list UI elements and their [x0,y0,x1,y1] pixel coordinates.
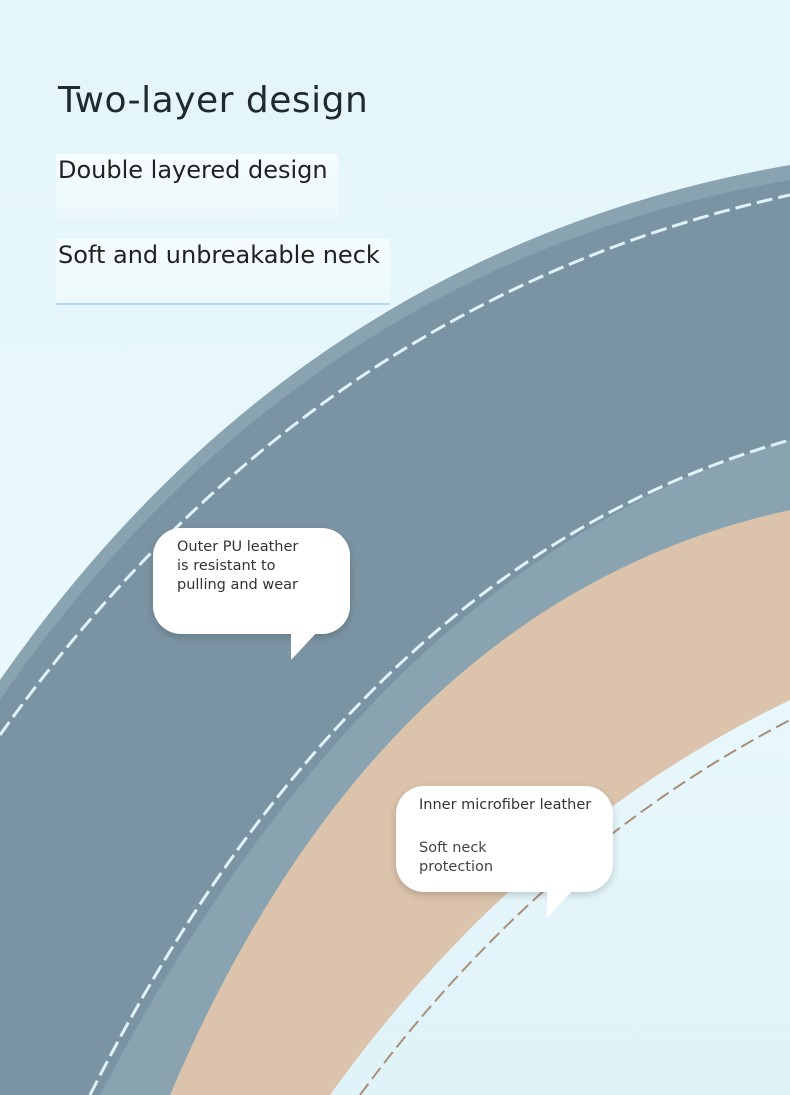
outer-stitch-top [0,193,790,736]
callout-inner-title: Inner microfiber leather [419,797,592,813]
callout-outer-leather: Outer PU leather is resistant to pulling… [153,528,350,634]
subtitle-soft-neck: Soft and unbreakable neck [56,239,390,305]
page-title: Two-layer design [58,80,369,121]
callout-inner-leather: Inner microfiber leather Soft neck prote… [396,786,613,892]
callout-outer-text: Outer PU leather is resistant to pulling… [177,539,299,593]
callout-inner-text: Soft neck protection [419,840,494,875]
outer-leather-layer [0,180,790,1095]
subtitle-double-layered: Double layered design [56,154,338,218]
outer-stitch-bottom [88,438,790,1095]
